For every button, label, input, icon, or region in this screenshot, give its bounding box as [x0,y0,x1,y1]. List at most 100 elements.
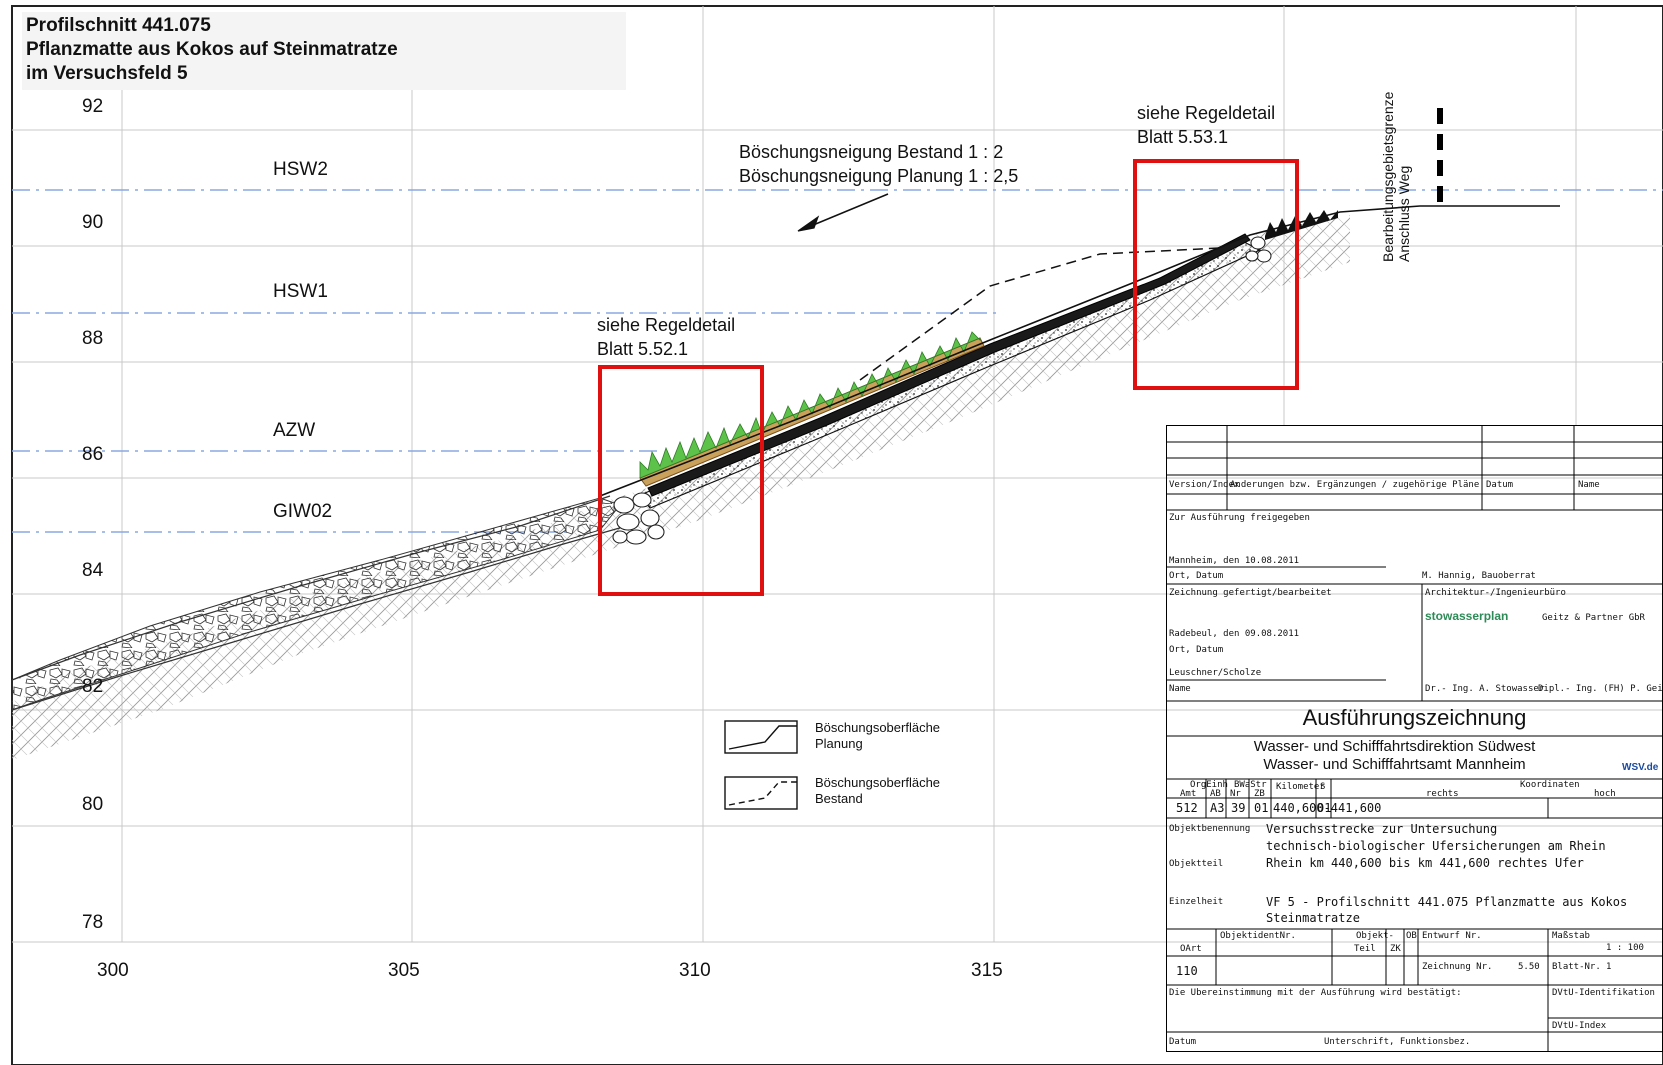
release-label: Zur Ausführung freigegeben [1169,513,1310,523]
y-tick-84: 84 [82,560,104,581]
detail-note-5-53-1: siehe Regeldetail Blatt 5.53.1 [1137,101,1275,149]
y-tick-78: 78 [82,912,104,933]
existing-surface [859,247,1221,381]
detail-note-line: Blatt 5.53.1 [1137,127,1229,147]
code-ab: AB [1210,789,1221,799]
water-level-azw: AZW [273,420,316,441]
value-kilometer: 440,600-441,600 [1273,801,1382,815]
release-approver: M. Hannig, Bauoberrat [1422,571,1536,581]
authority-1: Wasser- und Schifffahrtsdirektion Südwes… [1253,738,1536,755]
riprap-stones [11,497,621,711]
signature-label: Unterschrift, Funktionsbez. [1324,1037,1471,1047]
ident-ob: OB [1406,931,1417,941]
authority-2: Wasser- und Schifffahrtsamt Mannheim [1263,756,1526,773]
drawing-type: Ausführungszeichnung [1302,705,1527,730]
code-s: S [1320,782,1326,792]
value-ab: A3 [1210,801,1225,815]
boundary-line-1: Bearbeitungsgebietsgrenze [1380,91,1396,262]
code-bwastr: BWaStr [1234,780,1267,790]
water-level-lines [12,189,1663,533]
dvtu-identification: DVtU-Identifikation [1552,988,1655,998]
legend-existing-line-1: Böschungsoberfläche [815,775,941,790]
x-tick-315: 315 [971,960,1003,981]
code-rechts: rechts [1426,789,1459,799]
legend-planned: Böschungsoberfläche Planung [815,720,940,752]
release-place-date: Mannheim, den 10.08.2011 [1169,556,1300,566]
code-kilometer: Kilometer [1276,782,1325,792]
code-koordinaten: Koordinaten [1520,780,1580,790]
drawn-place-date: Radebeul, den 09.08.2011 [1169,629,1300,639]
drawn-authors: Leuschner/Scholze [1169,668,1262,678]
title-line-2: Pflanzmatte aus Kokos auf Steinmatratze [26,39,398,60]
detail-note-line: siehe Regeldetail [1137,103,1276,123]
slope-arrow [805,193,889,229]
boundary-line-2: Anschluss Weg [1396,165,1412,262]
detail-note-line: siehe Regeldetail [597,315,736,335]
black-layer [647,233,1251,497]
value-amt: 512 [1176,801,1198,815]
toe-stones [612,236,1272,545]
code-amt: Amt [1180,789,1197,799]
water-level-giw02: GIW02 [273,501,333,522]
ident-objekt: Objekt- [1356,931,1394,941]
datum-label: Datum [1169,1037,1197,1047]
water-level-hsw1: HSW1 [273,281,328,302]
code-nr: Nr [1230,789,1241,799]
title-line-3: im Versuchsfeld 5 [26,63,188,84]
drawn-name-label: Name [1169,684,1191,694]
object-line-1: Versuchsstrecke zur Untersuchung [1266,822,1498,836]
legend-symbol-planned [724,720,798,754]
ident-massstab: Maßstab [1552,931,1590,941]
detail-line-2: Steinmatratze [1266,911,1360,925]
x-tick-305: 305 [388,960,420,981]
y-tick-82: 82 [82,676,104,697]
zeichnung-value: 5.50 [1518,962,1540,972]
value-zb: 01 [1254,801,1269,815]
slope-existing: Böschungsneigung Bestand 1 : 2 [739,142,1004,162]
geitz-logo: Geitz & Partner GbR [1542,613,1645,623]
dvtu-index: DVtU-Index [1552,1021,1607,1031]
value-nr: 39 [1231,801,1246,815]
code-hoch: hoch [1594,789,1616,799]
rev-version-header: Version/Index [1169,480,1240,490]
part-value: Rhein km 440,600 bis km 441,600 rechtes … [1266,856,1584,870]
detail-label: Einzelheit [1169,897,1224,907]
code-zb: ZB [1254,789,1265,799]
drawing-frame [11,5,1663,1065]
detail-note-line: Blatt 5.52.1 [597,339,689,359]
planned-surface [599,205,1560,497]
detail-line-1: VF 5 - Profilschnitt 441.075 Pflanzmatte… [1266,895,1628,909]
legend-symbol-existing [724,776,798,810]
rev-name-header: Name [1578,480,1600,490]
water-level-hsw2: HSW2 [273,159,328,180]
ident-zk: ZK [1390,944,1401,954]
slope-planned: Böschungsneigung Planung 1 : 2,5 [739,166,1019,186]
value-s: 01 [1317,801,1332,815]
office-label: Architektur-/Ingenieurbüro [1425,588,1566,598]
detail-box-5-53-1 [1133,159,1299,390]
y-tick-80: 80 [82,794,104,815]
legend-planned-line-1: Böschungsoberfläche [815,720,941,735]
slope-note: Böschungsneigung Bestand 1 : 2 Böschungs… [739,140,1018,188]
blatt-label: Blatt-Nr. [1552,962,1601,972]
detail-note-5-52-1: siehe Regeldetail Blatt 5.52.1 [597,313,735,361]
confirm-text: Die Übereinstimmung mit der Ausführung w… [1169,988,1462,998]
scale-value: 1 : 100 [1606,943,1644,953]
blatt-value: 1 [1606,962,1612,972]
y-tick-86: 86 [82,444,104,465]
legend-planned-line-2: Planung [815,736,863,751]
plants [639,331,981,479]
object-label: Objektbenennung [1169,824,1251,834]
x-tick-300: 300 [97,960,129,981]
zeichnung-label: Zeichnung Nr. [1422,962,1493,972]
rev-changes-header: Änderungen bzw. Ergänzungen / zugehörige… [1230,480,1480,490]
office-sign-1: Dr.- Ing. A. Stowasser [1425,684,1545,694]
boundary-note: Bearbeitungsgebietsgrenze Anschluss Weg [1380,92,1412,262]
ident-entwurf: Entwurf Nr. [1422,931,1482,941]
drawing-title: Profilschnitt 441.075 Pflanzmatte aus Ko… [22,12,626,90]
y-tick-88: 88 [82,328,104,349]
detail-box-5-52-1 [598,365,764,596]
office-sign-2: Dipl.- Ing. (FH) P. Geitz [1538,684,1663,694]
y-tick-92: 92 [82,96,104,117]
